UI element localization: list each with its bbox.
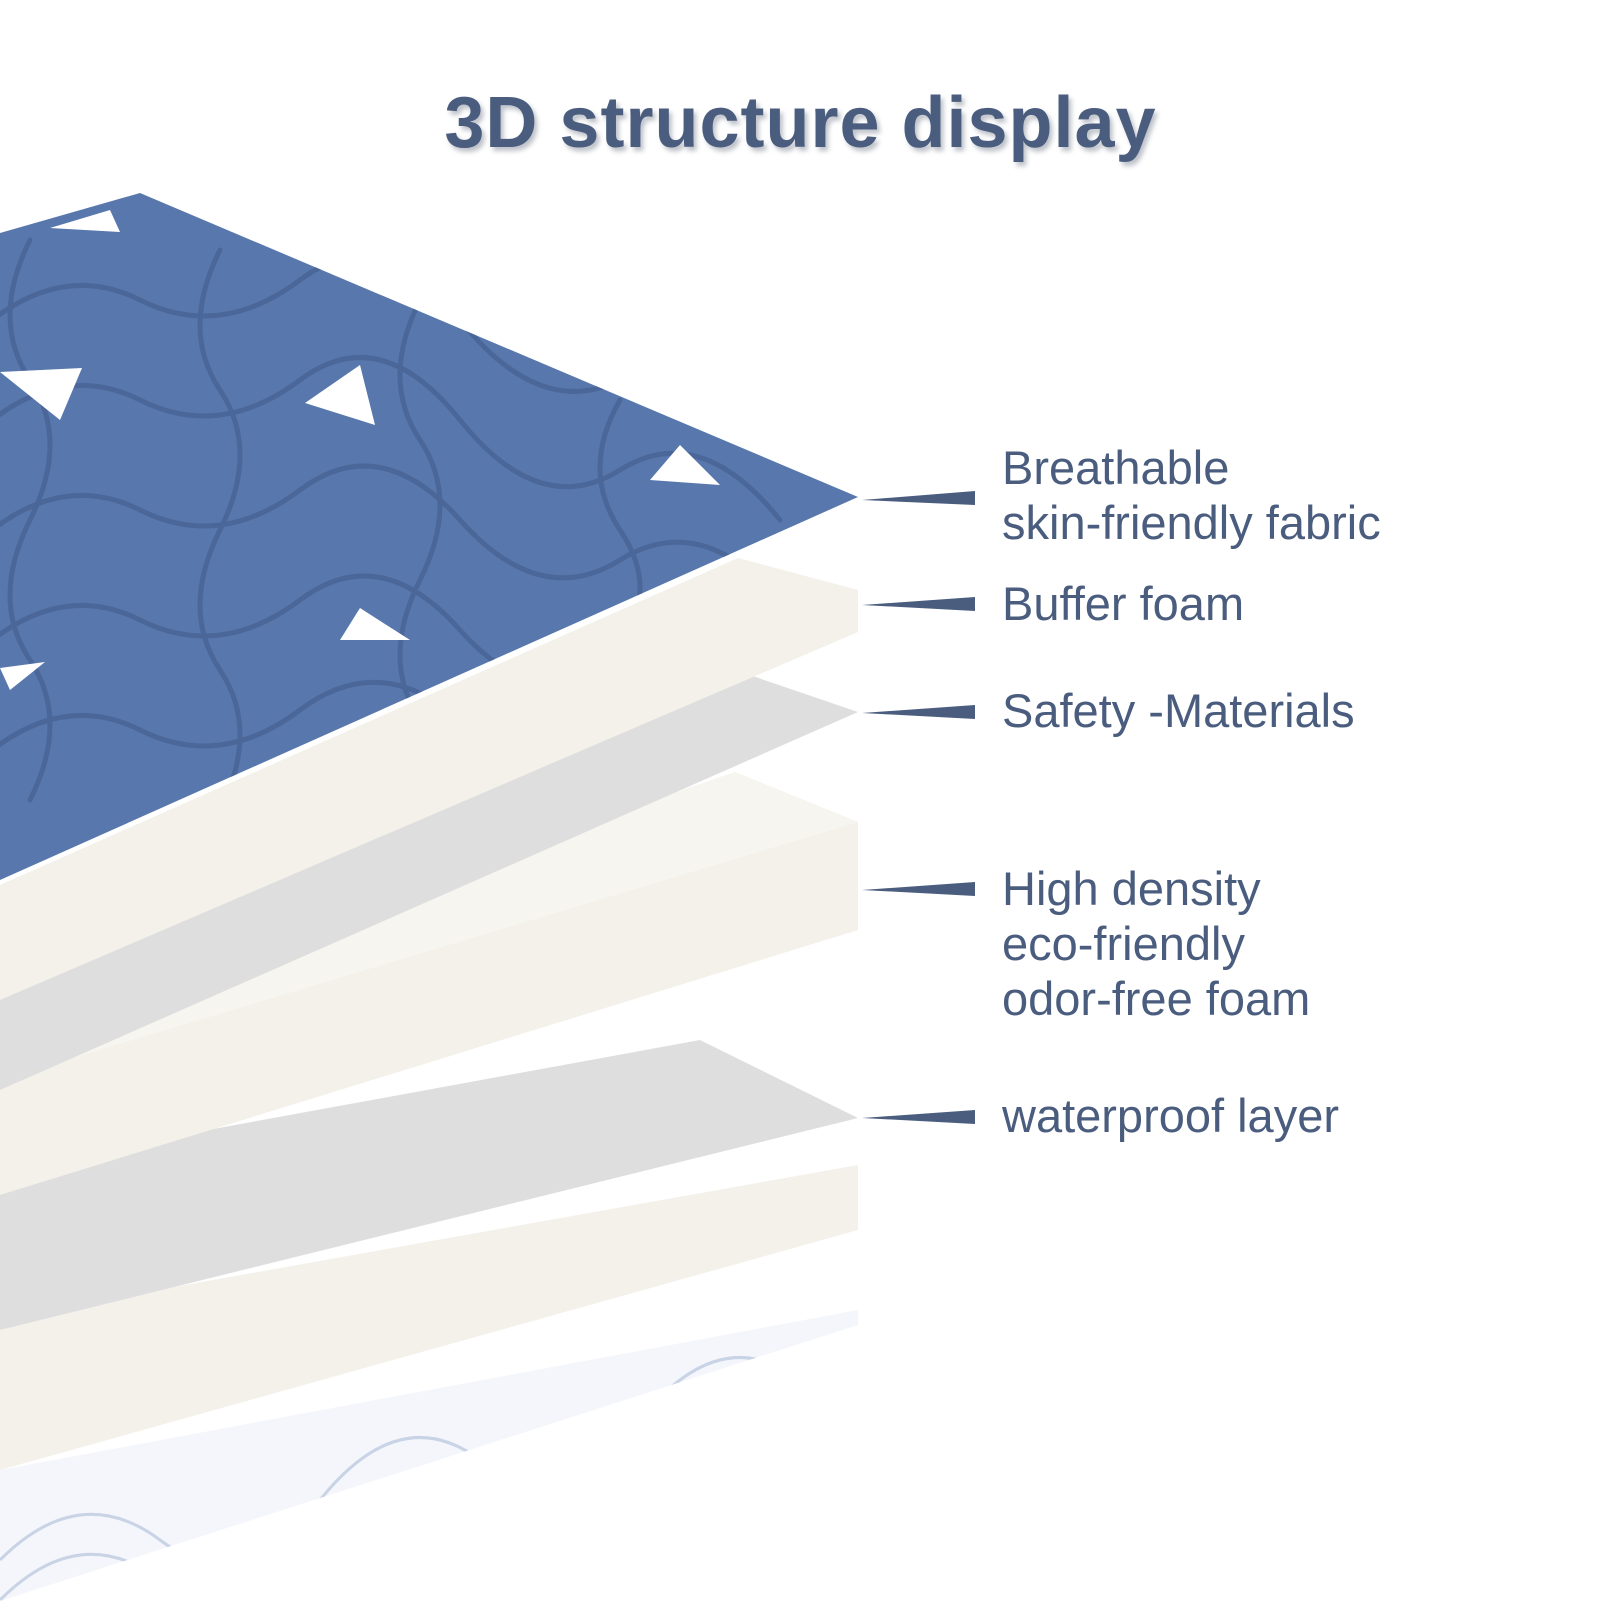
label-line: eco-friendly xyxy=(1002,917,1245,970)
label-line: odor-free foam xyxy=(1002,972,1311,1025)
label-line: Buffer foam xyxy=(1002,577,1245,630)
pointer-waterproof xyxy=(862,1110,975,1124)
label-line: Safety -Materials xyxy=(1002,684,1355,737)
label-line: High density xyxy=(1002,862,1261,915)
label-highdensity: High density eco-friendly odor-free foam xyxy=(1002,861,1310,1026)
pointer-buffer xyxy=(862,597,975,611)
waterproof-layer xyxy=(0,1040,858,1330)
label-fabric: Breathable skin-friendly fabric xyxy=(1002,440,1381,550)
safety-materials-layer xyxy=(0,670,858,1090)
pointer-fabric xyxy=(862,491,975,505)
buffer-foam-layer xyxy=(0,558,858,1000)
high-density-foam-layer xyxy=(0,772,858,1195)
lower-foam-layer xyxy=(0,1165,858,1470)
page-title: 3D structure display xyxy=(444,83,1157,163)
label-safety: Safety -Materials xyxy=(1002,683,1355,738)
pointer-highdensity xyxy=(862,882,975,896)
label-line: waterproof layer xyxy=(1002,1089,1339,1142)
fabric-pattern-triangles xyxy=(0,210,720,690)
pointers xyxy=(862,491,975,1124)
pointer-safety xyxy=(862,705,975,719)
label-line: Breathable xyxy=(1002,441,1230,494)
label-buffer: Buffer foam xyxy=(1002,576,1244,631)
label-waterproof: waterproof layer xyxy=(1002,1088,1339,1143)
label-line: skin-friendly fabric xyxy=(1002,496,1381,549)
